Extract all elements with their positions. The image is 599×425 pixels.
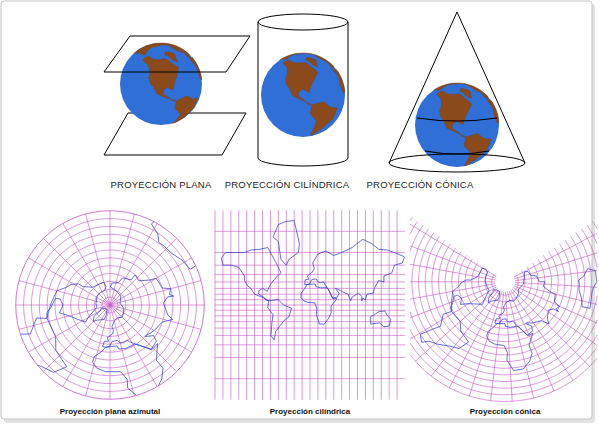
azimuthal-map [16,211,204,399]
map-caption: Proyección plana azimutal [60,407,160,417]
secant-line [425,151,489,154]
globe-land [434,83,491,105]
globe-land [336,69,345,92]
globe [120,43,202,125]
globe-land [192,57,202,80]
graticule [215,210,405,399]
cylinder-surface [258,22,348,166]
coastline [420,268,596,370]
globe-land [280,53,337,74]
map-outline [16,211,204,399]
globe-land [306,57,318,67]
map-caption: Proyección cilíndrica [270,407,350,417]
cylindrical-map [215,210,405,399]
globe-land [437,91,472,137]
cone-surface [389,12,525,163]
globe-land [142,56,178,100]
conic-map [410,217,597,401]
frame [1,1,592,419]
globe [261,53,345,137]
globe-ocean [120,43,202,125]
map-caption: Proyección cónica [470,407,541,417]
cone-base [389,154,525,172]
projection-label: PROYECCIÓN CÓNICA [367,179,474,191]
globe-land [464,134,491,166]
projection-plane [104,36,250,72]
projection-label: PROYECCIÓN PLANA [111,179,212,191]
graticule [16,211,204,399]
projection-label: PROYECCIÓN CILÍNDRICA [225,179,350,191]
globe-land [460,88,472,98]
globe-land [173,96,198,123]
cylinder-top [258,14,348,30]
globe-land [165,52,178,62]
globe-ocean [261,53,345,137]
globe-land [310,102,337,136]
globe-land [283,60,318,105]
graticule [410,217,597,401]
coastline [20,222,195,396]
secant-line [417,118,497,121]
globe-land [134,43,194,64]
coastline [221,221,404,340]
